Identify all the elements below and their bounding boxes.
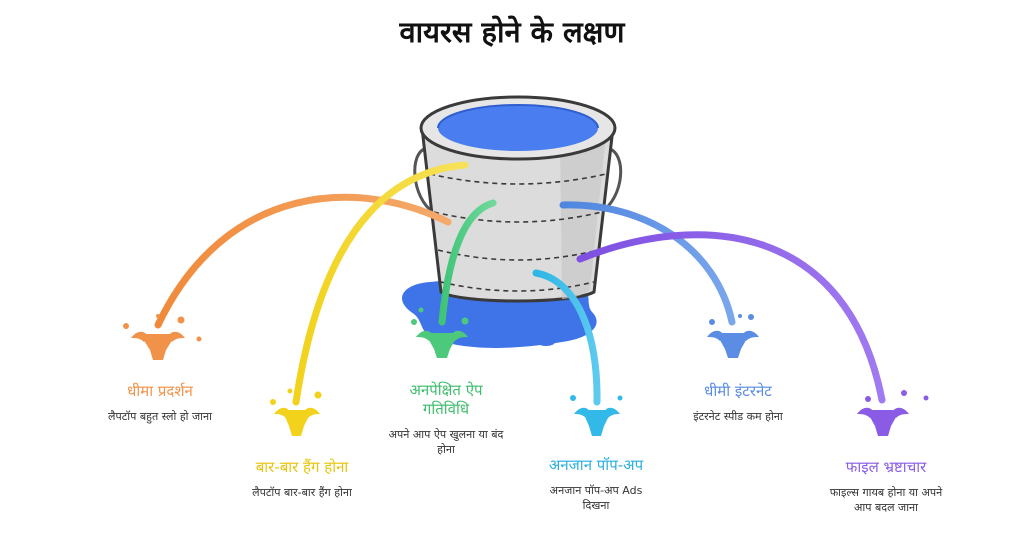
splash-green	[411, 307, 469, 358]
symptom-description: अनजान पॉप-अप Ads दिखना	[549, 484, 643, 512]
symptom-unknown-popups: अनजान पॉप-अप अनजान पॉप-अप Ads दिखना	[516, 456, 676, 513]
symptom-description: फाइल्स गायब होना या अपने आप बदल जाना	[829, 486, 943, 514]
symptom-heading: बार-बार हैंग होना	[255, 458, 349, 476]
water-droplet	[555, 330, 565, 336]
diagram-title: वायरस होने के लक्षण	[399, 15, 625, 49]
stream-orange	[154, 193, 452, 329]
symptom-description: अपने आप ऐप खुलना या बंद होना	[388, 428, 504, 456]
symptom-heading: फाइल भ्रष्टाचार	[845, 458, 927, 476]
stream-cyan	[532, 269, 601, 406]
splash-orange	[123, 314, 202, 360]
symptom-description: लैपटॉप बार-बार हैंग होना	[252, 486, 352, 499]
symptom-heading: धीमी इंटरनेट	[704, 382, 772, 400]
splash-blue	[707, 314, 759, 358]
stream-green	[438, 199, 497, 326]
symptom-heading: अनपेक्षित ऐप गतिविधि	[409, 381, 483, 418]
symptom-slow-performance: धीमा प्रदर्शन लैपटॉप बहुत स्लो हो जाना	[80, 382, 240, 424]
water-droplet	[537, 338, 555, 346]
symptom-file-corruption: फाइल भ्रष्टाचार फाइल्स गायब होना या अपने…	[806, 458, 966, 515]
stream-yellow	[292, 161, 469, 406]
symptom-heading: धीमा प्रदर्शन	[127, 382, 193, 400]
symptom-slow-internet: धीमी इंटरनेट इंटरनेट स्पीड कम होना	[658, 382, 818, 424]
symptom-description: इंटरनेट स्पीड कम होना	[693, 410, 783, 423]
bucket-water	[438, 105, 598, 151]
splash-cyan	[570, 395, 623, 436]
splash-yellow	[270, 388, 322, 436]
symptom-frequent-hang: बार-बार हैंग होना लैपटॉप बार-बार हैंग हो…	[222, 458, 382, 500]
splash-purple	[857, 390, 929, 436]
stream-purple	[576, 231, 886, 404]
symptom-unexpected-app-activity: अनपेक्षित ऐप गतिविधि अपने आप ऐप खुलना या…	[376, 381, 516, 457]
symptom-description: लैपटॉप बहुत स्लो हो जाना	[108, 410, 212, 423]
symptom-heading: अनजान पॉप-अप	[548, 456, 644, 474]
